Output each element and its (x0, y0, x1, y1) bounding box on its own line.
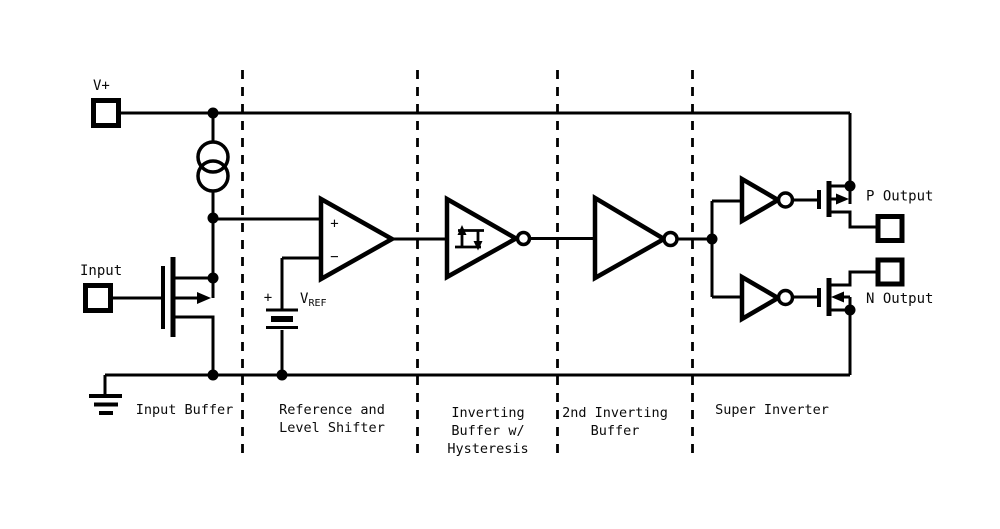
input-source-wire (173, 315, 215, 375)
section-dividers (241, 70, 694, 456)
current-source-icon (196, 140, 230, 193)
vplus-label: V+ (93, 78, 110, 94)
second-inverting-buffer-icon (592, 194, 679, 282)
vref-subscript: REF (308, 298, 326, 309)
battery-plus-label: + (264, 290, 272, 306)
vref-label: VREF (300, 291, 327, 309)
n-mosfet-arrow (831, 291, 844, 303)
input-label: Input (80, 263, 122, 279)
section-label-2nd-buffer-2: Buffer (591, 423, 640, 439)
section-label-hysteresis-2: Buffer w/ (451, 423, 524, 439)
second-buffer-bubble (662, 230, 679, 248)
comparator-minus-label: − (330, 249, 338, 265)
p-output-mosfet-icon (817, 181, 849, 217)
n-output-mosfet-icon (817, 278, 844, 316)
bottom-inverter-icon (739, 273, 795, 323)
p-mosfet-arrow (836, 193, 849, 205)
section-label-reference-2: Level Shifter (279, 420, 385, 436)
section-label-reference-1: Reference and (279, 402, 385, 418)
comparator-plus-label: + (330, 216, 338, 232)
top-inverter-bubble (776, 191, 795, 209)
comparator-icon: + − (318, 195, 397, 283)
hysteresis-glyph (455, 225, 484, 251)
vplus-terminal-pad (91, 98, 121, 128)
hysteresis-buffer-bubble (515, 230, 532, 247)
vref-battery-icon (266, 308, 298, 329)
hysteresis-buffer-icon (444, 195, 532, 281)
section-label-2nd-buffer-1: 2nd Inverting (562, 405, 668, 421)
bottom-inverter-bubble (776, 288, 795, 307)
p-drain-wire (829, 210, 878, 229)
p-output-label: P Output (866, 189, 933, 205)
section-label-super-inverter: Super Inverter (715, 402, 829, 418)
input-mosfet-icon (161, 257, 211, 337)
section-label-input-buffer: Input Buffer (136, 402, 234, 418)
n-drain-wire (829, 270, 878, 287)
vref-v: V (300, 291, 309, 307)
section-labels: Input Buffer Reference and Level Shifter… (136, 402, 829, 457)
section-label-hysteresis-1: Inverting (451, 405, 524, 421)
input-terminal-pad (83, 283, 113, 313)
n-output-label: N Output (866, 291, 933, 307)
n-output-terminal-pad (875, 257, 905, 287)
section-label-hysteresis-3: Hysteresis (447, 441, 528, 457)
input-mosfet-arrow (197, 292, 211, 304)
top-inverter-icon (739, 175, 795, 225)
junction-dots (207, 107, 856, 381)
p-output-terminal-pad (875, 214, 905, 243)
ground-icon (89, 394, 122, 415)
